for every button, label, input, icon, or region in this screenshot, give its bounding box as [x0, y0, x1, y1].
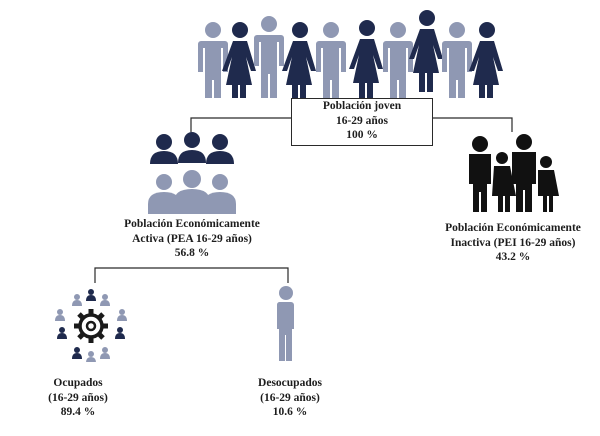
root-percentage: 100 % — [346, 129, 378, 141]
root-node-label: Población joven 16-29 años 100 % — [291, 99, 433, 143]
ocupados-age-range: (16-29 años) — [48, 391, 108, 404]
ocupados-node-label: Ocupados (16-29 años) 89.4 % — [38, 376, 118, 420]
root-title: Población joven — [322, 100, 402, 112]
ocupados-percentage: 89.4 % — [60, 406, 96, 418]
ocupados-title: Ocupados — [53, 377, 103, 389]
waiting-person-icon — [276, 286, 294, 361]
gear-people-network-icon — [55, 289, 127, 362]
pei-subtitle: Inactiva (PEI 16-29 años) — [450, 236, 576, 249]
business-team-icon — [148, 132, 236, 214]
desocupados-percentage: 10.6 % — [272, 406, 308, 418]
pea-subtitle: Activa (PEA 16-29 años) — [132, 232, 252, 245]
pea-title: Población Económicamente — [124, 218, 260, 230]
pea-node-label: Población Económicamente Activa (PEA 16-… — [92, 217, 292, 261]
pei-title: Población Económicamente — [445, 222, 581, 234]
family-silhouette-icon — [469, 134, 559, 212]
root-age-range: 16-29 años — [335, 114, 389, 127]
root-node-box — [291, 98, 433, 146]
desocupados-age-range: (16-29 años) — [260, 391, 320, 404]
desocupados-title: Desocupados — [258, 377, 322, 389]
pea-percentage: 56.8 % — [174, 247, 210, 259]
pei-percentage: 43.2 % — [495, 251, 531, 263]
desocupados-node-label: Desocupados (16-29 años) 10.6 % — [240, 376, 340, 420]
pei-node-label: Población Económicamente Inactiva (PEI 1… — [418, 221, 600, 265]
crowd-of-people-icon — [198, 10, 503, 98]
